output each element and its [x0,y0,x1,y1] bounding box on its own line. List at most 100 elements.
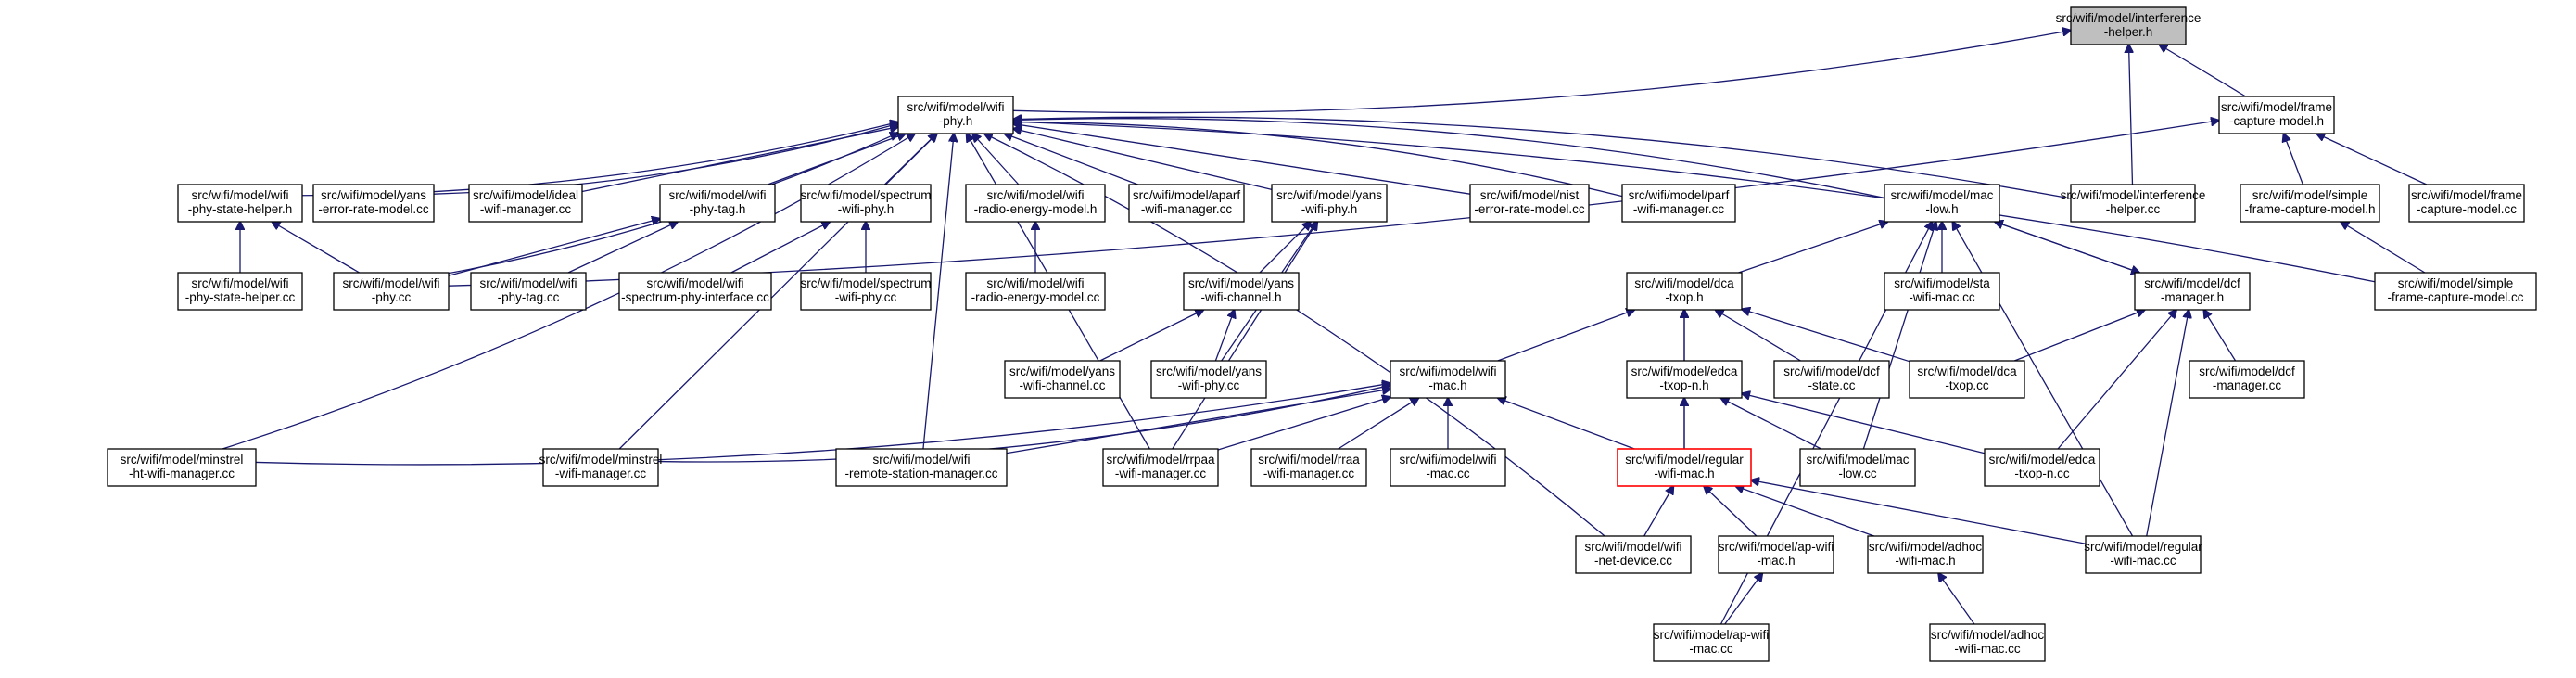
node-label-line: -phy-state-helper.h [188,202,293,216]
edge-wifi-phy-cc-to-wifi-phy-tag-h [448,219,660,276]
node-box [1799,448,1916,487]
edge-ideal-wifi-manager-cc-to-wifi-phy-h [581,127,898,193]
node-yans-wifi-channel-cc[interactable]: src/wifi/model/yans-wifi-channel.cc [1004,360,1121,399]
node-label-line: -wifi-manager.cc [1263,467,1355,480]
node-wifi-phy-state-helper-cc[interactable]: src/wifi/model/wifi-phy-state-helper.cc [177,272,303,311]
node-box [897,96,1014,134]
node-mac-low-h[interactable]: src/wifi/model/mac-low.h [1884,184,2000,223]
node-label-line: -wifi-manager.cc [480,202,572,216]
node-mac-low-cc[interactable]: src/wifi/model/mac-low.cc [1799,448,1916,487]
node-dcf-manager-h[interactable]: src/wifi/model/dcf-manager.h [2134,272,2251,311]
node-ideal-wifi-manager-cc[interactable]: src/wifi/model/ideal-wifi-manager.cc [468,184,583,223]
node-ap-wifi-mac-cc[interactable]: src/wifi/model/ap-wifi-mac.cc [1653,623,1770,662]
node-dca-txop-h[interactable]: src/wifi/model/dca-txop.h [1626,272,1743,311]
node-box [468,184,583,223]
edge-interference-helper-cc-to-wifi-phy-h [1013,117,2072,199]
node-edca-txop-n-cc[interactable]: src/wifi/model/edca-txop-n.cc [1984,448,2100,487]
node-rrpaa-wifi-manager-cc[interactable]: src/wifi/model/rrpaa-wifi-manager.cc [1102,448,1219,487]
node-edca-txop-n-h[interactable]: src/wifi/model/edca-txop-n.h [1626,360,1743,399]
node-yans-wifi-phy-h[interactable]: src/wifi/model/yans-wifi-phy.h [1271,184,1388,223]
node-dca-txop-cc[interactable]: src/wifi/model/dca-txop.cc [1909,360,2025,399]
node-dcf-state-cc[interactable]: src/wifi/model/dcf-state.cc [1773,360,1890,399]
node-interference-helper-h[interactable]: src/wifi/model/interference-helper.h [2056,6,2202,45]
node-wifi-mac-h[interactable]: src/wifi/model/wifi-mac.h [1390,360,1506,399]
node-rraa-wifi-manager-cc[interactable]: src/wifi/model/rraa-wifi-manager.cc [1250,448,1367,487]
edge-wifi-mac-h-to-dca-txop-h [1497,310,1635,362]
node-box [1909,360,2025,399]
node-minstrel-ht-wifi-manager-cc[interactable]: src/wifi/model/minstrel-ht-wifi-manager.… [107,448,257,487]
node-label-line: src/wifi/model/simple [2252,188,2368,202]
node-box [2070,184,2196,223]
node-box [1102,448,1219,487]
node-label-line: src/wifi/model/adhoc [1931,628,2045,642]
node-wifi-spectrum-phy-interface-cc[interactable]: src/wifi/model/wifi-spectrum-phy-interfa… [618,272,772,311]
node-yans-wifi-phy-cc[interactable]: src/wifi/model/yans-wifi-phy.cc [1150,360,1267,399]
node-minstrel-wifi-manager-cc[interactable]: src/wifi/model/minstrel-wifi-manager.cc [539,448,663,487]
node-label-line: src/wifi/model/wifi [907,100,1004,114]
node-wifi-radio-energy-model-h[interactable]: src/wifi/model/wifi-radio-energy-model.h [965,184,1106,223]
node-label-line: src/wifi/model/rraa [1258,453,1360,467]
node-label-line: -low.cc [1838,467,1877,480]
node-box [1984,448,2100,487]
edge-dca-txop-cc-to-dca-txop-h [1742,309,1910,363]
node-label-line: src/wifi/model/minstrel [539,453,663,467]
node-adhoc-wifi-mac-cc[interactable]: src/wifi/model/adhoc-wifi-mac.cc [1929,623,2046,662]
node-interference-helper-cc[interactable]: src/wifi/model/interference-helper.cc [2061,184,2206,223]
edge-mac-low-h-to-wifi-phy-h [1013,119,1885,199]
node-parf-wifi-manager-cc[interactable]: src/wifi/model/parf-wifi-manager.cc [1621,184,1736,223]
node-sta-wifi-mac-cc[interactable]: src/wifi/model/sta-wifi-mac.cc [1884,272,2000,311]
node-label-line: src/wifi/model/frame [2221,100,2332,114]
edge-ap-wifi-mac-h-to-regular-wifi-mac-h [1704,486,1758,537]
node-yans-error-rate-model-cc[interactable]: src/wifi/model/yans-error-rate-model.cc [312,184,435,223]
node-label-line: -mac.cc [1689,642,1733,656]
node-adhoc-wifi-mac-h[interactable]: src/wifi/model/adhoc-wifi-mac.h [1867,535,1984,574]
node-wifi-net-device-cc[interactable]: src/wifi/model/wifi-net-device.cc [1575,535,1692,574]
node-aparf-wifi-manager-cc[interactable]: src/wifi/model/aparf-wifi-manager.cc [1128,184,1245,223]
edge-frame-capture-model-cc-to-frame-capture-model-h [2316,134,2428,185]
node-simple-frame-capture-model-h[interactable]: src/wifi/model/simple-frame-capture-mode… [2240,184,2380,223]
node-wifi-remote-station-manager-cc[interactable]: src/wifi/model/wifi-remote-station-manag… [835,448,1008,487]
node-box [1653,623,1770,662]
node-box [1004,360,1121,399]
node-label-line: src/wifi/model/ap-wifi [1719,540,1834,554]
node-yans-wifi-channel-h[interactable]: src/wifi/model/yans-wifi-channel.h [1183,272,1300,311]
node-ap-wifi-mac-h[interactable]: src/wifi/model/ap-wifi-mac.h [1718,535,1834,574]
edge-mac-low-h-to-dcf-manager-h [1994,221,2139,273]
node-label-line: -mac.h [1428,378,1466,392]
node-label-line: src/wifi/model/wifi [1399,453,1496,467]
node-regular-wifi-mac-h[interactable]: src/wifi/model/regular-wifi-mac.h [1617,448,1752,487]
node-frame-capture-model-cc[interactable]: src/wifi/model/frame-capture-model.cc [2408,184,2525,223]
edge-dca-txop-cc-to-dcf-manager-h [2013,310,2145,362]
node-spectrum-wifi-phy-cc[interactable]: src/wifi/model/spectrum-wifi-phy.cc [800,272,932,311]
node-nist-error-rate-model-cc[interactable]: src/wifi/model/nist-error-rate-model.cc [1469,184,1590,223]
node-label-line: src/wifi/model/mac [1890,188,1993,202]
node-simple-frame-capture-model-cc[interactable]: src/wifi/model/simple-frame-capture-mode… [2374,272,2537,311]
node-wifi-phy-tag-h[interactable]: src/wifi/model/wifi-phy-tag.h [659,184,776,223]
node-label-line: src/wifi/model/wifi [668,188,766,202]
edge-adhoc-wifi-mac-h-to-regular-wifi-mac-h [1735,486,1874,537]
node-label-line: src/wifi/model/wifi [986,188,1084,202]
node-label-line: src/wifi/model/dcf [2144,276,2240,290]
node-box [177,272,303,311]
node-wifi-phy-h[interactable]: src/wifi/model/wifi-phy.h [897,96,1014,134]
node-regular-wifi-mac-cc[interactable]: src/wifi/model/regular-wifi-mac.cc [2084,535,2202,574]
node-label-line: src/wifi/model/wifi [1584,540,1681,554]
node-label-line: -wifi-manager.cc [1141,202,1233,216]
edge-mac-low-cc-to-mac-low-h [1862,222,1935,450]
node-box [2218,96,2335,134]
node-wifi-mac-cc[interactable]: src/wifi/model/wifi-mac.cc [1390,448,1506,487]
node-box [2408,184,2525,223]
node-label-line: src/wifi/model/yans [321,188,426,202]
node-dcf-manager-cc[interactable]: src/wifi/model/dcf-manager.cc [2189,360,2305,399]
node-label-line: src/wifi/model/frame [2411,188,2522,202]
edge-wifi-net-device-cc-to-wifi-phy-h [984,134,1605,537]
node-wifi-phy-tag-cc[interactable]: src/wifi/model/wifi-phy-tag.cc [470,272,587,311]
node-spectrum-wifi-phy-h[interactable]: src/wifi/model/spectrum-wifi-phy.h [800,184,932,223]
node-wifi-radio-energy-model-cc[interactable]: src/wifi/model/wifi-radio-energy-model.c… [965,272,1106,311]
node-frame-capture-model-h[interactable]: src/wifi/model/frame-capture-model.h [2218,96,2335,134]
node-label-line: -wifi-manager.cc [1115,467,1207,480]
edge-edca-txop-n-cc-to-edca-txop-n-h [1742,393,1986,454]
node-wifi-phy-state-helper-h[interactable]: src/wifi/model/wifi-phy-state-helper.h [177,184,303,223]
node-wifi-phy-cc[interactable]: src/wifi/model/wifi-phy.cc [333,272,450,311]
